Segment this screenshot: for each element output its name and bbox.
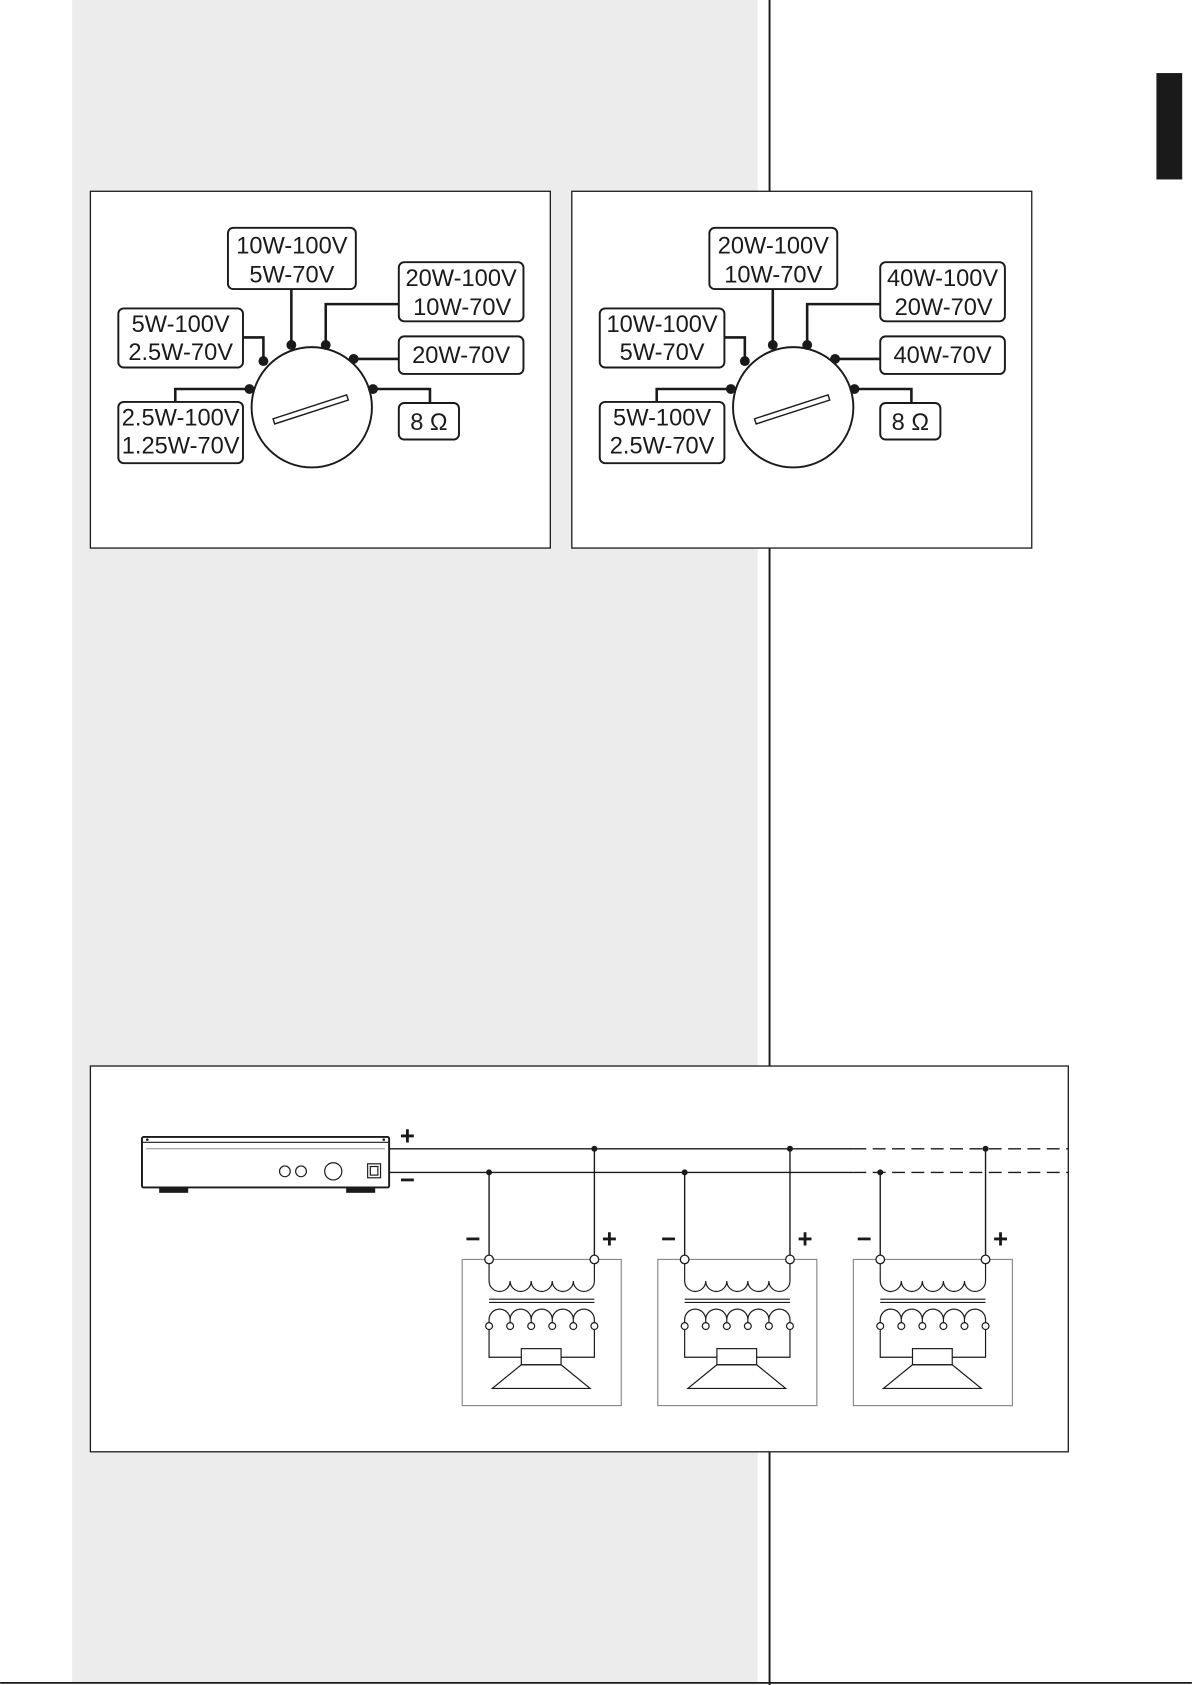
secondary-tap: [919, 1323, 926, 1330]
screw-icon: [382, 1138, 385, 1141]
speaker-enclosure: [853, 1259, 1012, 1405]
tap-label-line-1: 5W-100V: [613, 406, 711, 432]
negative-terminal: [876, 1255, 885, 1264]
secondary-tap: [507, 1323, 514, 1330]
amplifier-foot: [159, 1187, 188, 1192]
tap-contact-top: [286, 340, 296, 350]
tap-contact-bottom-left: [726, 384, 736, 394]
tap-label-line-2: 5W-70V: [249, 263, 334, 289]
tap-label-line-2: 1.25W-70V: [122, 433, 240, 459]
amplifier-minus-sign: −: [400, 1167, 415, 1195]
tap-contact-top-right: [321, 340, 331, 350]
tap-label-left: 5W-100V 2.5W-70V: [118, 308, 243, 367]
terminal-plus-sign: +: [797, 1226, 812, 1254]
tap-label-bottom-right: 8 Ω: [880, 403, 940, 440]
tap-contact-bottom-right: [368, 384, 378, 394]
secondary-tap: [961, 1323, 968, 1330]
tap-label-right: 20W-70V: [399, 336, 524, 374]
tap-label-line-2: 10W-70V: [413, 295, 511, 321]
amplifier-body: [142, 1137, 389, 1188]
tap-switch-figure-2: 20W-100V 10W-70V 40W-100V 20W-70V 40W-70…: [572, 191, 1032, 548]
section-tab-marker: [1156, 73, 1182, 179]
tap-label-right: 40W-70V: [880, 336, 1005, 374]
tap-label-left: 10W-100V 5W-70V: [600, 308, 725, 367]
tap-contact-right: [349, 354, 359, 364]
terminal-minus-sign: −: [661, 1226, 676, 1254]
speaker-enclosure: [462, 1259, 621, 1405]
junction-dot: [787, 1146, 793, 1152]
tap-label-line-1: 20W-100V: [718, 234, 829, 260]
secondary-tap: [898, 1323, 905, 1330]
speaker-enclosure: [658, 1259, 817, 1405]
tap-contact-bottom-left: [244, 384, 254, 394]
tap-label-top-right: 40W-100V 20W-70V: [880, 262, 1005, 321]
tap-label-bottom-left: 5W-100V 2.5W-70V: [600, 402, 725, 463]
junction-dot: [682, 1169, 688, 1175]
tap-contact-bottom-right: [850, 384, 860, 394]
tap-label-top: 10W-100V 5W-70V: [228, 228, 356, 289]
junction-dot: [877, 1169, 883, 1175]
secondary-tap: [528, 1323, 535, 1330]
tap-switch-figure-1: 10W-100V 5W-70V 20W-100V 10W-70V 20W-70V…: [90, 191, 550, 548]
tap-contact-left: [258, 356, 268, 366]
amplifier-foot: [346, 1187, 375, 1192]
terminal-minus-sign: −: [465, 1226, 480, 1254]
secondary-tap: [702, 1323, 709, 1330]
secondary-tap: [570, 1323, 577, 1330]
junction-dot: [591, 1146, 597, 1152]
secondary-tap: [982, 1323, 989, 1330]
tap-label-line-1: 20W-70V: [412, 343, 510, 369]
tap-label-top: 20W-100V 10W-70V: [709, 228, 837, 289]
terminal-minus-sign: −: [857, 1226, 872, 1254]
negative-terminal: [485, 1255, 494, 1264]
tap-label-line-1: 8 Ω: [892, 410, 929, 436]
tap-label-top-right: 20W-100V 10W-70V: [399, 262, 524, 321]
tap-label-line-2: 10W-70V: [724, 263, 822, 289]
tap-label-bottom-left: 2.5W-100V 1.25W-70V: [118, 402, 243, 463]
secondary-tap: [486, 1323, 493, 1330]
positive-terminal: [981, 1255, 990, 1264]
positive-terminal: [786, 1255, 795, 1264]
tap-label-line-1: 2.5W-100V: [122, 406, 240, 432]
tap-contact-top-right: [802, 340, 812, 350]
junction-dot: [486, 1169, 492, 1175]
tap-contact-left: [740, 356, 750, 366]
tap-label-line-1: 8 Ω: [410, 410, 447, 436]
amplifier-plus-sign: +: [400, 1122, 415, 1150]
tap-label-line-1: 40W-100V: [887, 266, 998, 292]
tap-label-line-2: 20W-70V: [895, 295, 993, 321]
terminal-plus-sign: +: [602, 1226, 617, 1254]
amplifier: [142, 1137, 389, 1193]
secondary-tap: [723, 1323, 730, 1330]
tap-label-line-1: 5W-100V: [132, 312, 230, 338]
positive-terminal: [590, 1255, 599, 1264]
tap-label-line-2: 2.5W-70V: [610, 433, 715, 459]
tap-label-line-1: 10W-100V: [236, 234, 347, 260]
tap-contact-right: [830, 354, 840, 364]
terminal-plus-sign: +: [993, 1226, 1008, 1254]
junction-dot: [983, 1146, 989, 1152]
tap-label-line-1: 20W-100V: [406, 266, 517, 292]
tap-label-line-2: 2.5W-70V: [128, 340, 233, 366]
secondary-tap: [787, 1323, 794, 1330]
screw-icon: [146, 1138, 149, 1141]
secondary-tap: [877, 1323, 884, 1330]
secondary-tap: [940, 1323, 947, 1330]
secondary-tap: [549, 1323, 556, 1330]
tap-label-line-1: 10W-100V: [606, 312, 717, 338]
tap-label-line-1: 40W-70V: [894, 343, 992, 369]
tap-label-line-2: 5W-70V: [620, 340, 705, 366]
secondary-tap: [765, 1323, 772, 1330]
negative-terminal: [680, 1255, 689, 1264]
tap-label-bottom-right: 8 Ω: [399, 403, 459, 440]
secondary-tap: [681, 1323, 688, 1330]
secondary-tap: [591, 1323, 598, 1330]
secondary-tap: [744, 1323, 751, 1330]
tap-contact-top: [768, 340, 778, 350]
wiring-diagram: + − −: [90, 1066, 1068, 1452]
